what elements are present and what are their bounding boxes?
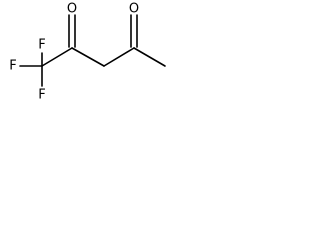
atom-fluorine-bottom: F — [38, 88, 45, 103]
bond-c1-c2 — [41, 47, 73, 67]
atom-fluorine-left: F — [9, 59, 16, 74]
molecule-structure-diagram: F F F O O — [9, 2, 166, 103]
atom-fluorine-top: F — [38, 38, 45, 53]
atom-oxygen-right: O — [129, 2, 139, 17]
bond-c3-c4 — [103, 47, 135, 67]
atom-oxygen-left: O — [67, 2, 77, 17]
bond-c2-c3 — [71, 47, 105, 67]
bond-c4-c5 — [133, 47, 166, 67]
